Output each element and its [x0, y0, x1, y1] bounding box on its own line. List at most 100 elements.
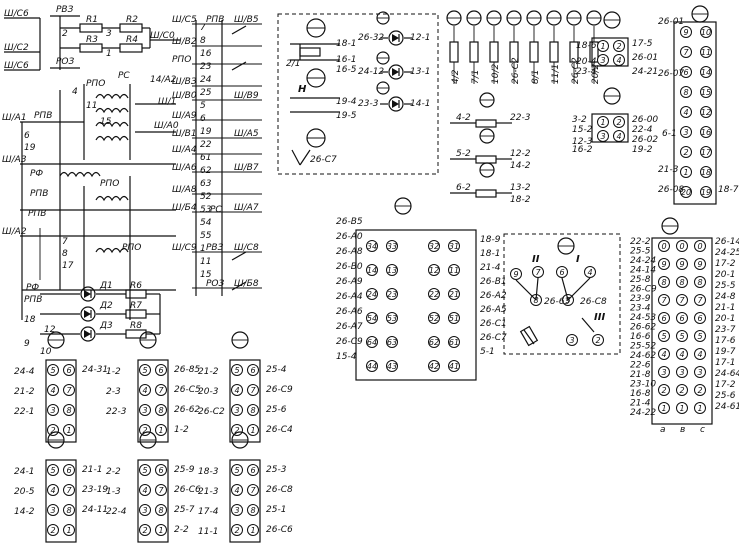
horizontal-resistor — [475, 189, 497, 198]
label: 26-32 — [358, 33, 384, 43]
vertical-resistor — [529, 41, 539, 63]
pin-number: 4 — [50, 386, 55, 395]
pin-circle — [47, 504, 59, 516]
pin-circle — [47, 524, 59, 536]
pin-number: 7 — [158, 386, 164, 395]
pin-number: 6 — [66, 466, 71, 475]
pin-number: 9 — [661, 260, 666, 269]
pin-circle — [386, 264, 398, 276]
pin-circle — [231, 524, 243, 536]
pin-circle — [47, 384, 59, 396]
connector-left-label: 17-4 — [198, 507, 219, 517]
pin-number: 1 — [600, 118, 605, 127]
relay-label: РС — [210, 205, 222, 215]
pin-circle — [676, 384, 688, 396]
connector-left-label: 20-3 — [198, 387, 219, 397]
led-1 — [388, 30, 404, 46]
pin-circle — [63, 404, 75, 416]
connector-right-label: 25-4 — [266, 365, 287, 375]
pin-circle — [155, 364, 167, 376]
connector-right-label: 26-С9 — [266, 385, 293, 395]
resistor-r2 — [119, 23, 143, 33]
pin-circle — [694, 330, 706, 342]
connector-right-label: 26-С7 — [480, 333, 507, 343]
wire-label: Ш/В9 — [234, 91, 259, 101]
wire-label: Ш/Б8 — [234, 279, 259, 289]
pin-number: 3 — [697, 368, 702, 377]
connector-right-label: 25-3 — [266, 465, 287, 475]
diode-arrow — [84, 310, 91, 318]
pin-circle — [428, 336, 440, 348]
connector-left-label: 25-5 — [630, 247, 651, 257]
wire-label: Ш/В5 — [234, 15, 259, 25]
pin-number: 3 — [50, 406, 55, 415]
pin-number: 14 — [367, 266, 377, 275]
connector-right-label: 17-2 — [715, 259, 736, 269]
pin-circle — [139, 464, 151, 476]
pin-number: 3 — [234, 506, 239, 515]
connector-left-label: 21-8 — [630, 370, 651, 380]
label: R2 — [126, 15, 138, 25]
pin-circle — [448, 336, 460, 348]
connector-left-label: 24-14 — [630, 266, 656, 276]
label: 10 — [40, 347, 52, 357]
pin-circle — [247, 464, 259, 476]
pin-circle — [448, 288, 460, 300]
pin-label: 53 — [200, 205, 212, 215]
connector-right-label: 18-1 — [480, 249, 500, 259]
label: 18-2 — [510, 195, 531, 205]
pin-number: 15 — [701, 88, 711, 97]
pin-number: 63 — [387, 338, 397, 347]
pin-number: 62 — [429, 338, 439, 347]
pin-label: 15 — [200, 270, 212, 280]
pin-number: 42 — [429, 362, 439, 371]
pin-circle — [613, 40, 625, 52]
wire — [535, 277, 539, 301]
pin-circle — [613, 116, 625, 128]
coil-rpv — [95, 121, 129, 128]
pin-number: 1 — [158, 426, 163, 435]
wire — [299, 149, 311, 166]
wire-label: Ш/А8 — [172, 185, 197, 195]
pin-number: 4 — [679, 350, 684, 359]
label: 17-5 — [632, 39, 653, 49]
pin-circle — [386, 312, 398, 324]
wire-label: Ш/С6 — [4, 61, 29, 71]
diode-d2 — [80, 306, 96, 322]
pin-number: 8 — [533, 296, 538, 305]
connector-right-label: 26-С8 — [266, 485, 293, 495]
label: 2 — [62, 29, 68, 39]
diode-arrow — [392, 68, 399, 76]
pin-circle — [676, 348, 688, 360]
wire-label: Ш/А3 — [2, 155, 27, 165]
pin-circle — [676, 294, 688, 306]
connector-right-label: 25-7 — [174, 505, 195, 515]
connector-right-label: 26-14 — [715, 237, 739, 247]
wire-label: Ш/1 — [158, 97, 176, 107]
wire-label: Ш/А7 — [234, 203, 259, 213]
ref-label: 6-2 — [456, 183, 471, 193]
pin-circle — [676, 312, 688, 324]
pin-circle — [680, 66, 692, 78]
pin-circle — [231, 384, 243, 396]
pin-number: 5 — [661, 332, 666, 341]
relay-label: РПВ — [30, 189, 48, 199]
pin-circle — [139, 424, 151, 436]
pin-number: 5 — [50, 466, 55, 475]
pin-circle — [63, 484, 75, 496]
pin-number: 9 — [679, 260, 684, 269]
coil-rpo3 — [95, 247, 129, 254]
label: 18 — [24, 315, 36, 325]
pin-number: 13 — [387, 266, 397, 275]
pin-label: 8 — [200, 36, 206, 46]
pin-circle — [676, 258, 688, 270]
connector-right-label: 21-4 — [480, 263, 501, 273]
pin-number: 7 — [250, 386, 256, 395]
label: 17 — [62, 261, 74, 271]
pin-circle — [366, 240, 378, 252]
relay-contact — [299, 47, 321, 57]
pin-circle — [694, 402, 706, 414]
connector-left-label: 24-22 — [630, 408, 656, 418]
pin-circle — [63, 524, 75, 536]
pin-circle — [676, 366, 688, 378]
